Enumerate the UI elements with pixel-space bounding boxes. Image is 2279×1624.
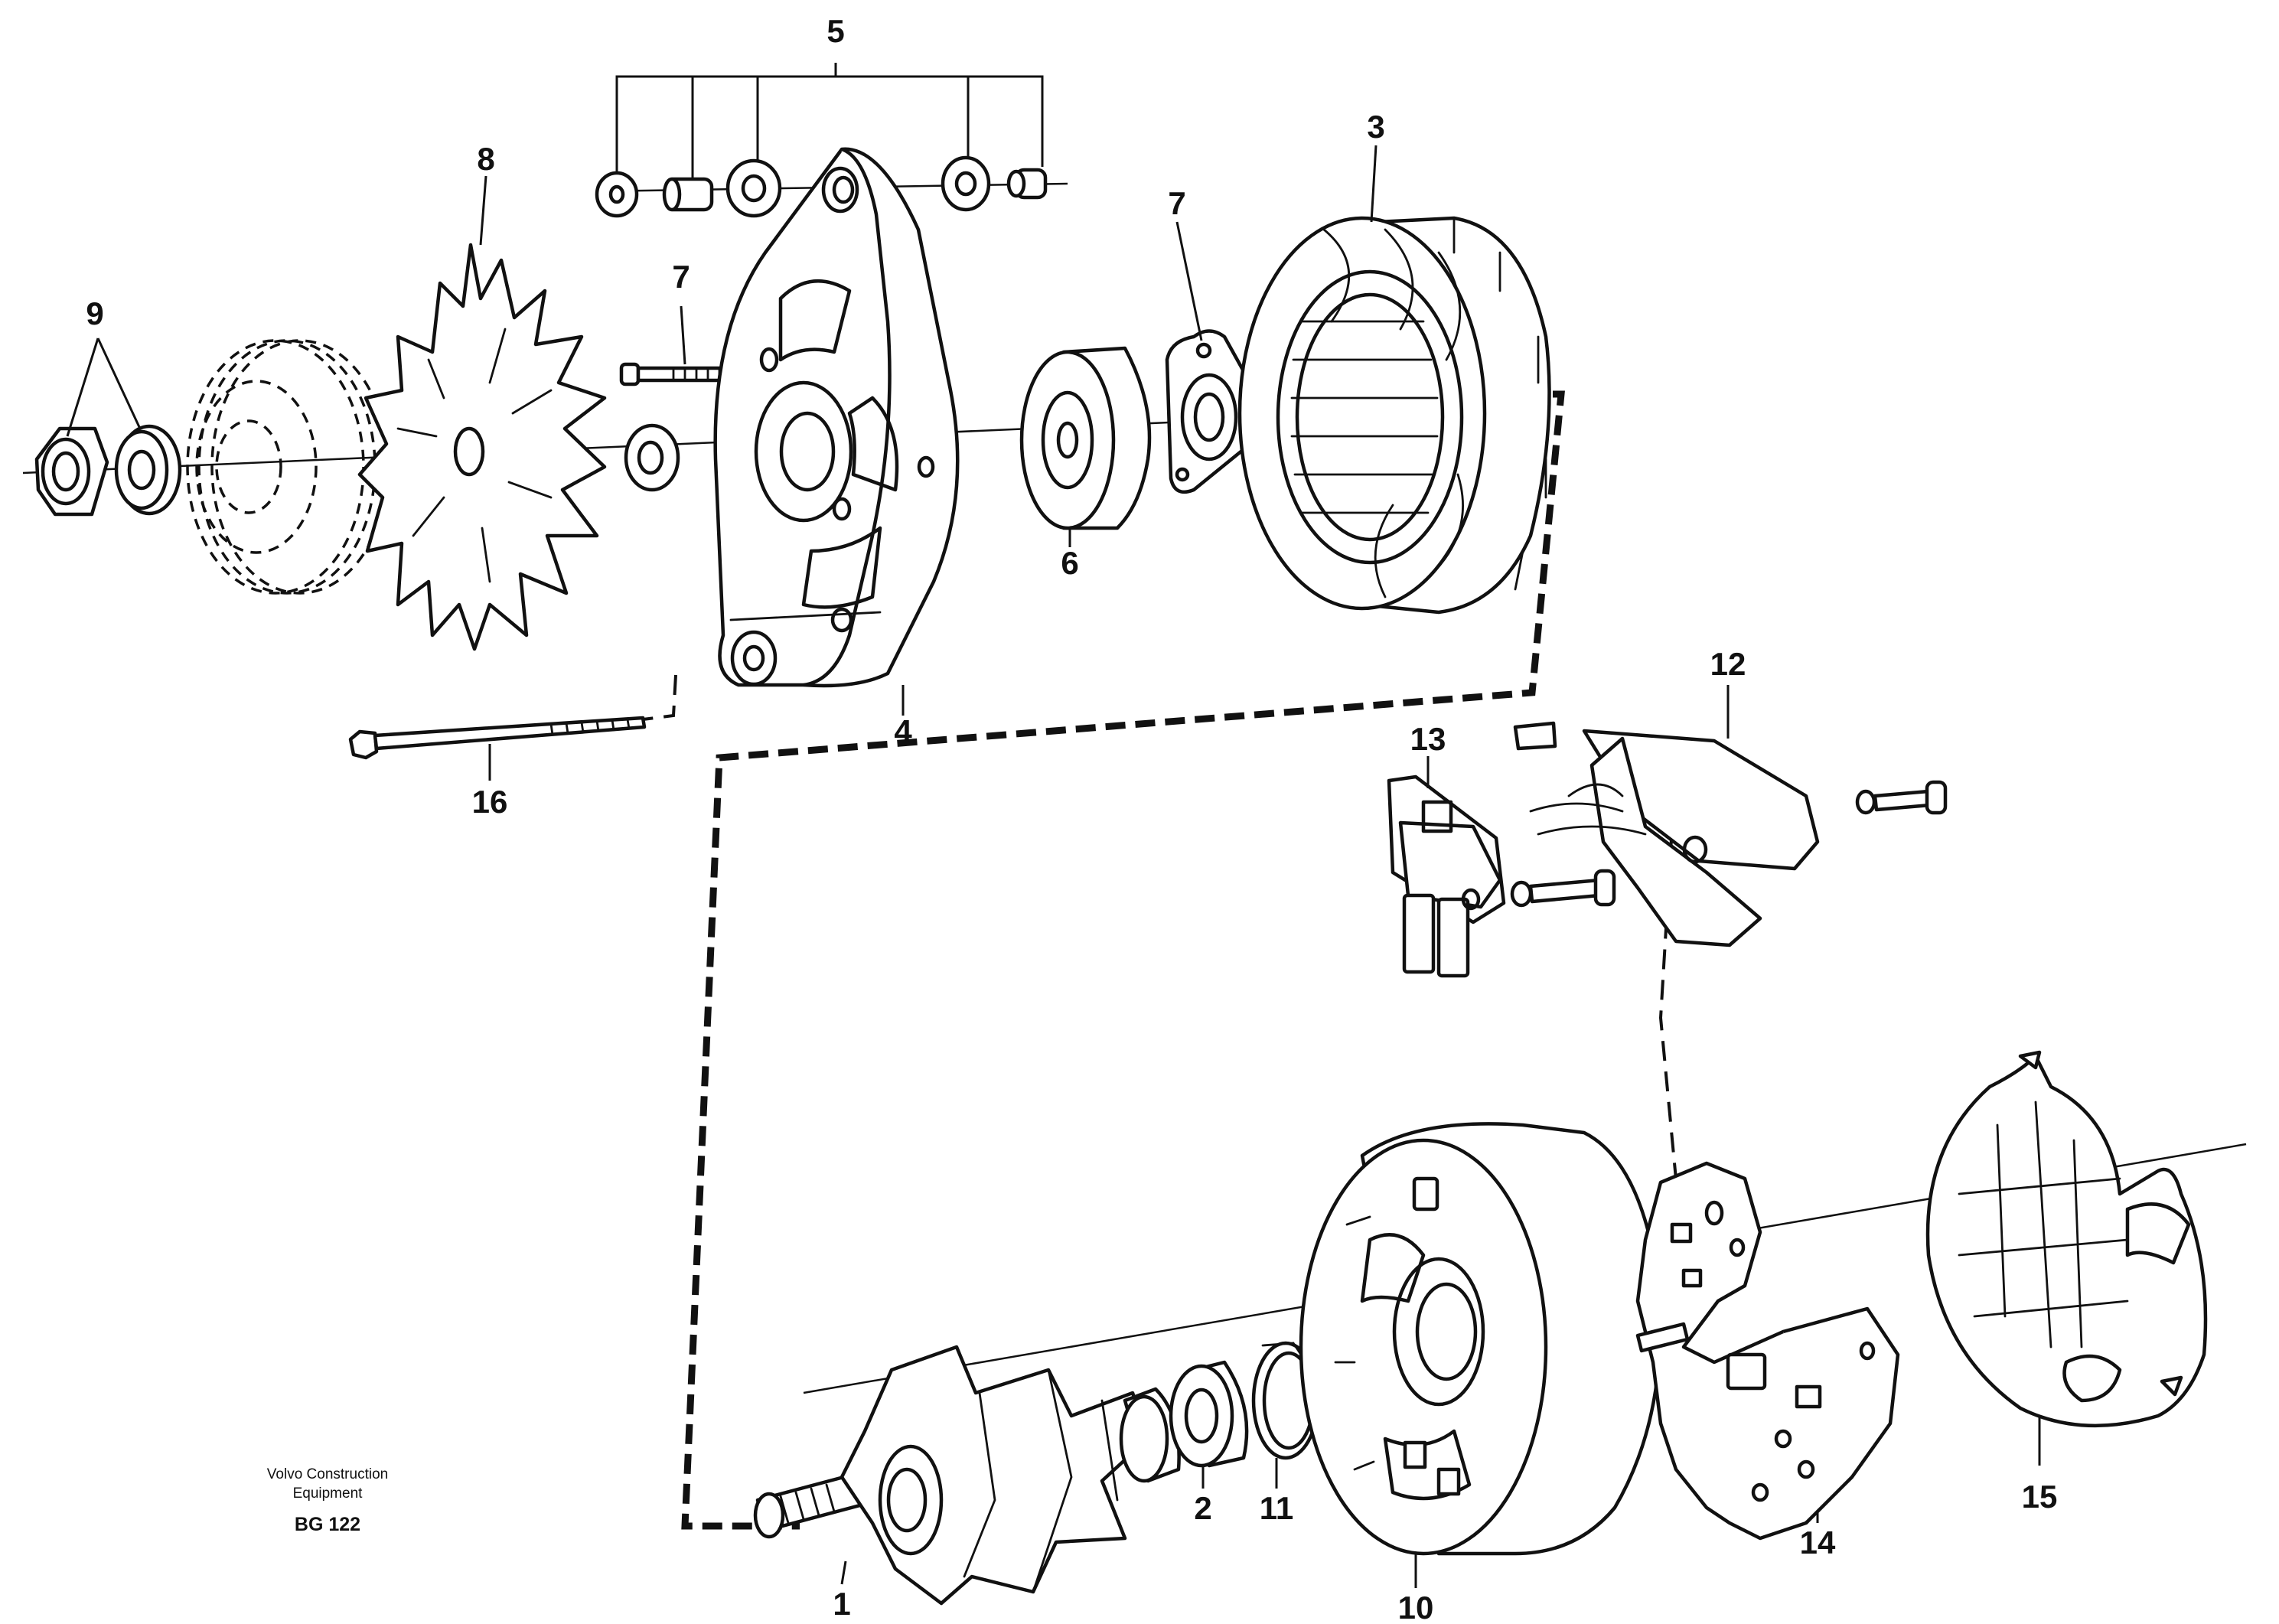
pulley-phantom: [186, 339, 390, 595]
part-5-fastener-kit: [595, 155, 1048, 218]
callout-7-retainer: 7: [1168, 185, 1185, 221]
callout-16: 16: [472, 784, 508, 820]
callout-15: 15: [2022, 1479, 2058, 1515]
callout-3: 3: [1367, 109, 1384, 145]
callout-8: 8: [477, 141, 494, 177]
callout-6: 6: [1061, 545, 1078, 581]
callout-13: 13: [1410, 721, 1446, 757]
brand-line-2: Equipment: [293, 1485, 364, 1502]
leader-lines: [66, 63, 2041, 1588]
callout-labels: 5 3 8 7 7 9 6 4 12 13 16 15 2 11 14 1 10: [86, 13, 2057, 1624]
part-4-drive-end-shield: [713, 147, 960, 688]
part-3-stator: [1237, 216, 1551, 615]
part-1-rotor: [753, 1345, 1181, 1606]
upper-assembly-axis: [22, 412, 1378, 474]
callout-7-screw: 7: [672, 259, 690, 295]
brand-block: Volvo Construction Equipment BG 122: [267, 1466, 388, 1535]
brand-line-1: Volvo Construction: [267, 1466, 388, 1482]
part-13-brush-holder: [1387, 774, 1616, 978]
callout-10: 10: [1398, 1590, 1434, 1624]
part-15-cover: [1925, 1050, 2208, 1428]
part-9-nut: [34, 426, 109, 517]
part-2-bearing: [1169, 1360, 1249, 1468]
part-10-end-shield: [1299, 1122, 1663, 1556]
callout-11: 11: [1260, 1490, 1293, 1526]
part-14-rectifier: [1635, 1161, 1900, 1541]
callout-4: 4: [894, 713, 912, 749]
drawing-code: BG 122: [295, 1514, 360, 1535]
part-12-regulator: [1513, 721, 1948, 947]
callout-14: 14: [1800, 1525, 1836, 1560]
callout-5: 5: [827, 13, 844, 49]
callout-9: 9: [86, 295, 103, 331]
callout-1: 1: [833, 1586, 850, 1622]
part-8-fan: [357, 243, 607, 651]
callout-12: 12: [1710, 646, 1746, 682]
callout-2: 2: [1194, 1490, 1211, 1526]
part-6-bearing: [1019, 346, 1152, 530]
spacer-washer: [624, 423, 680, 492]
part-9-washer: [114, 424, 182, 516]
part-16-through-bolt: [348, 716, 647, 760]
